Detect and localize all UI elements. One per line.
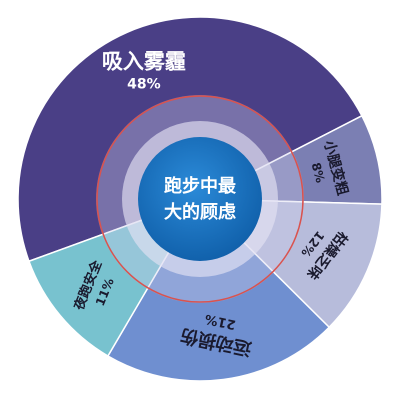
- slice-label-group-1: 吸入雾霾 48%: [102, 50, 186, 93]
- slice-value-1: 48%: [127, 77, 161, 93]
- center-disc: [138, 137, 262, 261]
- center-title-line-2: 大的顾虑: [164, 201, 236, 223]
- pie-slice-4: [106, 197, 331, 382]
- center-title-line-1: 跑步中最: [164, 175, 237, 197]
- slice-value-4: 21%: [204, 311, 238, 332]
- inner-red-ring: [96, 95, 304, 303]
- slice-value-2: 8%: [309, 161, 328, 184]
- slice-label-1: 吸入雾霾: [102, 50, 186, 74]
